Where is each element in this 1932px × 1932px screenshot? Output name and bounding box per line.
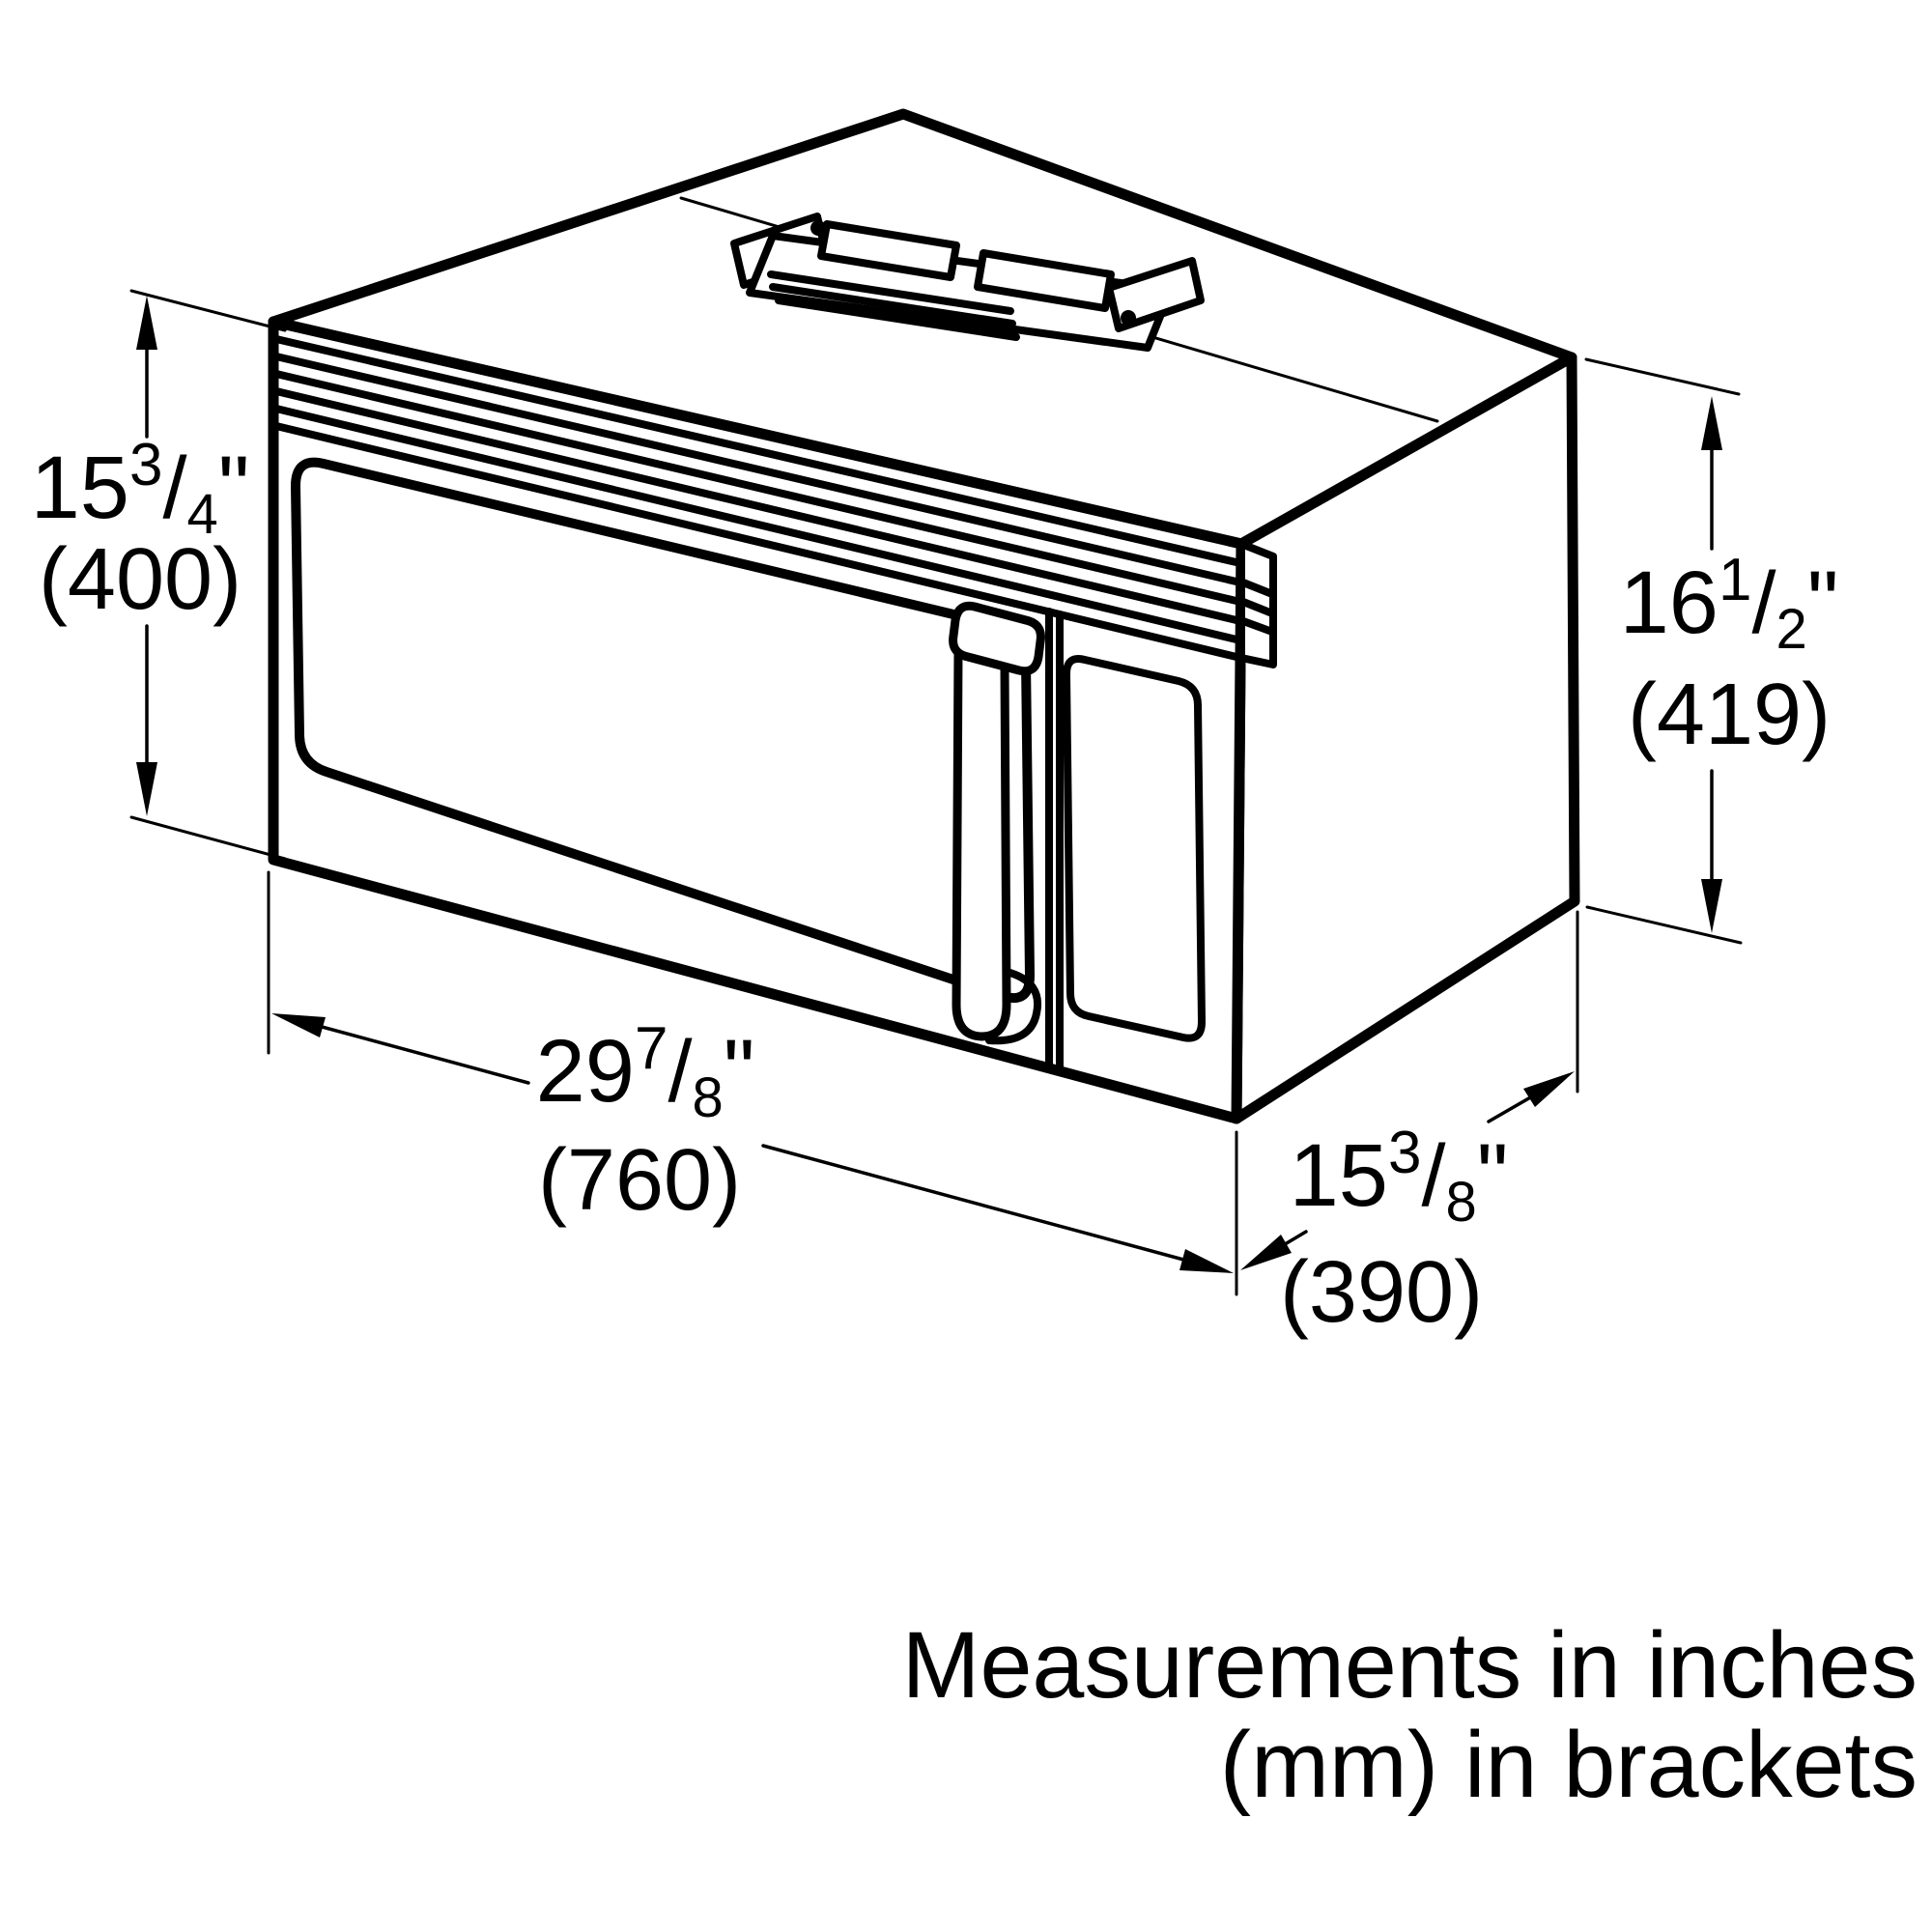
arrow-downleft-icon <box>1240 1235 1292 1270</box>
control-panel <box>1063 655 1206 1042</box>
arrow-up-icon <box>136 296 157 350</box>
arrow-upright-icon <box>1523 1071 1575 1107</box>
footer-note: Measurements in inches (mm) in brackets <box>902 1612 1918 1817</box>
vent-screw-hole-left <box>810 220 826 236</box>
vent-opening-right <box>974 249 1115 312</box>
door-handle <box>949 601 1045 1045</box>
dim-height-right-mm: (419) <box>1628 667 1831 763</box>
handle-cap <box>949 601 1045 676</box>
arrow-down-icon <box>1701 879 1722 933</box>
vent-slot-2 <box>769 283 1016 327</box>
front-grille-band <box>272 335 1277 668</box>
microwave-body <box>268 108 1580 1124</box>
footer-line-2: (mm) in brackets <box>1220 1712 1918 1817</box>
handle-foot <box>985 968 1041 1045</box>
footer-line-1: Measurements in inches <box>902 1612 1918 1718</box>
vent-screw-hole-right <box>1121 310 1136 326</box>
dim-depth-inches: 153/8" <box>1290 1120 1509 1234</box>
dimension-width: 297/8" (760) <box>267 870 1238 1296</box>
dimension-height-left: 153/4" (400) <box>31 289 287 861</box>
dim-width-inches: 297/8" <box>536 1015 755 1129</box>
arrow-downright-icon <box>1179 1249 1234 1273</box>
dim-height-right-inches: 161/2" <box>1620 547 1839 661</box>
top-vent-plate <box>730 213 1205 352</box>
extension-line <box>129 289 287 332</box>
dim-depth-mm: (390) <box>1280 1244 1483 1341</box>
dimension-depth: 153/8" (390) <box>1240 910 1579 1341</box>
extension-line <box>1584 357 1741 396</box>
handle-shaft <box>952 646 1011 1041</box>
arrow-down-icon <box>136 762 157 816</box>
dim-height-left-mm: (400) <box>39 531 242 628</box>
arrow-upleft-icon <box>271 1013 326 1037</box>
dim-height-left-inches: 153/4" <box>31 432 250 546</box>
dim-width-mm: (760) <box>538 1132 741 1229</box>
arrow-up-icon <box>1701 396 1722 450</box>
vent-opening-left <box>817 220 960 281</box>
vent-slot-3 <box>775 297 1020 341</box>
extension-line <box>129 815 287 861</box>
vent-slot-1 <box>767 270 1014 315</box>
extension-line <box>1585 905 1743 945</box>
dimension-height-right: 161/2" (419) <box>1584 357 1839 945</box>
